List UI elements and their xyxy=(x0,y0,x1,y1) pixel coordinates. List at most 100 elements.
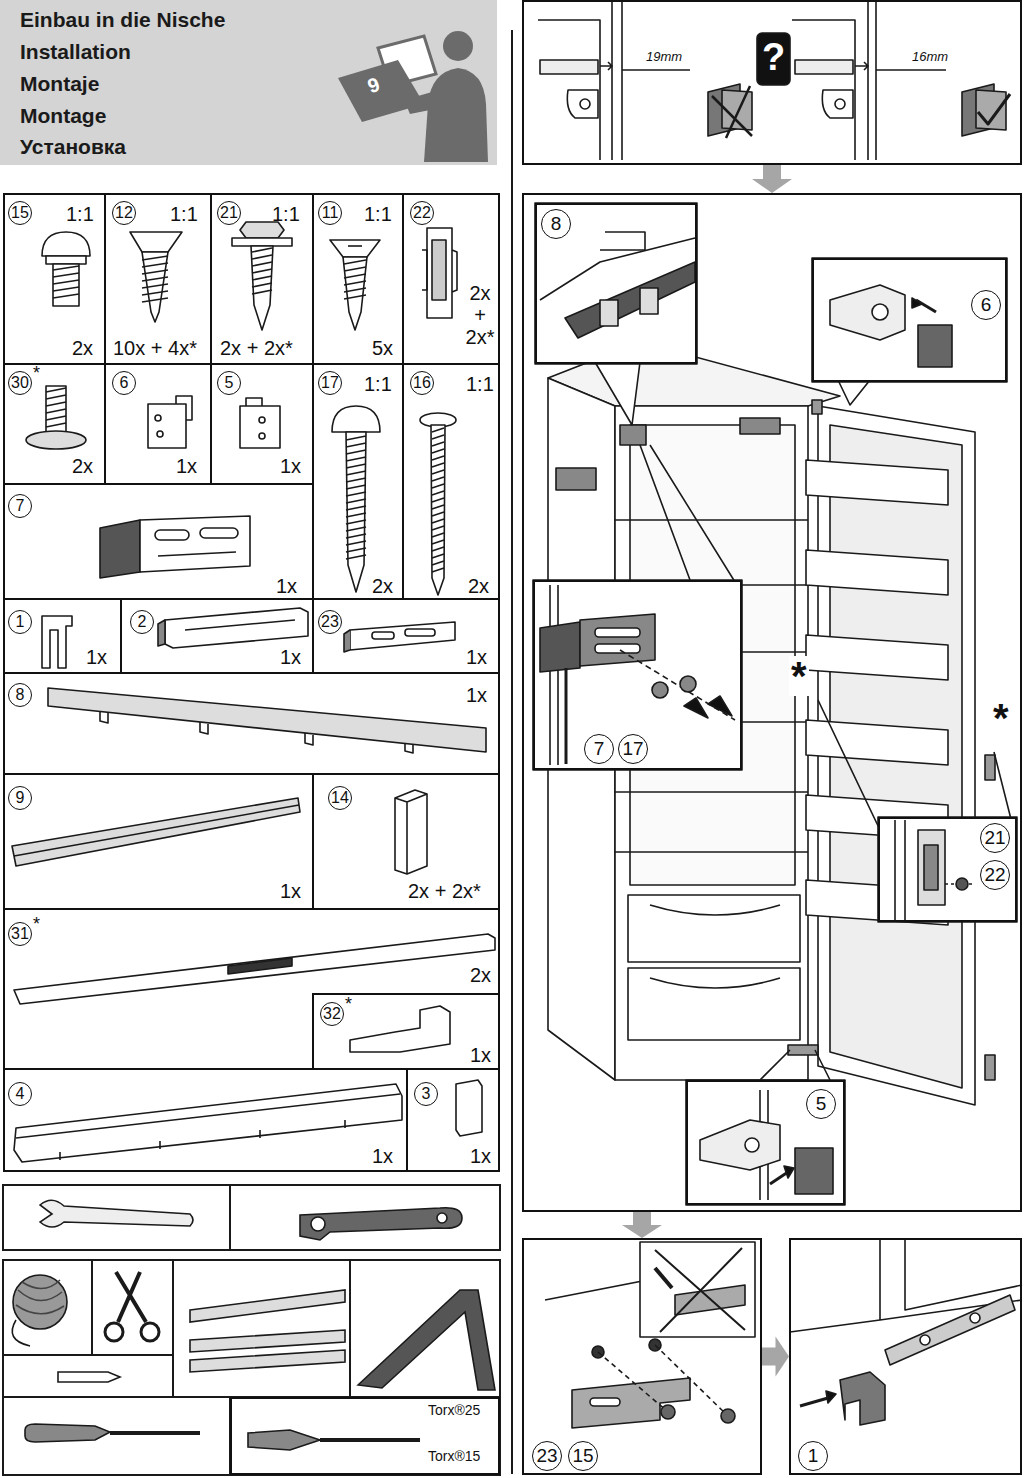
right-column-drawings xyxy=(784,1166,794,1178)
part-drawings xyxy=(456,1080,482,1136)
part-drawings xyxy=(53,280,79,284)
tool-drawings xyxy=(358,1290,495,1390)
part-drawings xyxy=(155,530,189,540)
right-column-drawings xyxy=(580,614,655,666)
quantity-text: 1:1 xyxy=(364,373,392,395)
part-drawings xyxy=(346,555,366,559)
heading-text: Montaje xyxy=(20,72,99,95)
part-drawings xyxy=(432,491,444,495)
part-drawings xyxy=(346,492,366,496)
part-drawings xyxy=(148,404,186,448)
right-column-drawings xyxy=(760,1050,830,1080)
right-column-drawings xyxy=(628,895,800,962)
right-column-drawings xyxy=(885,1295,1015,1365)
part-drawings xyxy=(432,449,444,453)
part-drawings xyxy=(432,519,444,523)
quantity-text: 1x xyxy=(176,455,197,477)
part-drawings xyxy=(432,533,444,537)
part-drawings xyxy=(240,406,280,448)
part-drawings xyxy=(346,513,366,517)
callout-number: 22 xyxy=(410,201,434,225)
part-drawings xyxy=(432,484,444,488)
callout-number: 6 xyxy=(112,371,136,395)
callout-number: 14 xyxy=(328,786,352,810)
part-drawings xyxy=(185,620,295,630)
quantity-text: 2x xyxy=(372,575,393,597)
tool-drawings xyxy=(40,1200,193,1227)
part-drawings xyxy=(432,512,444,516)
callout-number: 5 xyxy=(217,371,241,395)
step-panel: 2315 xyxy=(522,1238,762,1475)
part-drawings xyxy=(350,622,455,650)
quantity-text: 1x xyxy=(466,646,487,668)
part-drawings xyxy=(46,416,66,420)
callout-number: 5 xyxy=(806,1089,836,1119)
tool-drawings xyxy=(141,1323,159,1341)
callout-number: 23 xyxy=(532,1441,562,1471)
part-drawings xyxy=(16,1094,400,1138)
footnote-mark: * xyxy=(991,698,1011,738)
part-drawings xyxy=(346,520,366,524)
tool-drawings xyxy=(16,1280,64,1314)
right-column-drawings xyxy=(708,696,732,716)
part-drawings xyxy=(432,498,444,502)
quantity-text: 2x + 2x* xyxy=(463,282,497,348)
right-column-drawings xyxy=(970,1313,980,1323)
part-drawings xyxy=(259,417,265,423)
part-drawings xyxy=(427,228,452,318)
part-cell: 30*2x xyxy=(3,363,106,485)
right-column-drawings xyxy=(640,445,740,590)
question-mark: ? xyxy=(757,37,790,79)
right-column-drawings xyxy=(540,60,598,74)
step-arrow xyxy=(622,1212,662,1238)
part-drawings xyxy=(350,1006,450,1052)
right-column-drawings xyxy=(800,1398,828,1406)
part-drawings xyxy=(432,547,444,551)
footnote-mark: * xyxy=(33,915,40,935)
manual-reader-icon xyxy=(404,92,440,114)
right-column-drawings xyxy=(895,820,905,920)
part-drawings xyxy=(405,629,435,636)
part-cell: 142x + 2x* xyxy=(312,773,500,910)
heading-text: Montage xyxy=(20,104,106,127)
part-drawings xyxy=(259,433,265,439)
part-drawings xyxy=(395,794,427,874)
part-drawings xyxy=(330,240,380,257)
tool-drawings xyxy=(12,1320,30,1346)
part-drawings xyxy=(432,561,444,565)
right-column-drawings xyxy=(652,682,668,698)
part-drawings xyxy=(346,541,366,545)
manual-reader-icon xyxy=(338,31,488,162)
part-cell: 22 2x + 2x* xyxy=(402,193,500,365)
tool-cell: Torx®25Torx®15 xyxy=(230,1397,500,1475)
right-column-drawings xyxy=(818,700,1015,835)
quantity-text: 2x xyxy=(72,455,93,477)
quantity-text: 1:1 xyxy=(364,203,392,225)
part-drawings xyxy=(46,409,66,413)
callout-number: 7 xyxy=(8,494,32,518)
part-drawings xyxy=(432,540,444,544)
part-drawings xyxy=(422,250,427,290)
part-drawings xyxy=(12,798,300,866)
right-column-drawings xyxy=(712,86,752,138)
right-column-drawings xyxy=(918,325,952,367)
callout-number: 11 xyxy=(318,201,342,225)
right-column-drawings xyxy=(812,258,1007,382)
quantity-text: 1x xyxy=(280,646,301,668)
detail-inset: 717 xyxy=(533,580,742,770)
part-drawings xyxy=(348,245,362,247)
quantity-text: 1x xyxy=(280,455,301,477)
step-panel: 1 xyxy=(789,1238,1022,1475)
tool-drawings xyxy=(105,1323,123,1341)
tool-drawings xyxy=(3,1185,230,1250)
right-column-drawings xyxy=(550,585,558,765)
part-drawings xyxy=(176,396,192,420)
part-drawings xyxy=(432,477,444,481)
manual-page-number: 9 xyxy=(365,73,383,97)
tool-drawings xyxy=(300,1208,462,1240)
quantity-text: 2x xyxy=(470,964,491,986)
right-column-drawings xyxy=(812,400,822,414)
right-column-drawings xyxy=(565,668,568,764)
callout-number: 32 xyxy=(320,1002,344,1026)
part-drawings xyxy=(142,270,168,274)
